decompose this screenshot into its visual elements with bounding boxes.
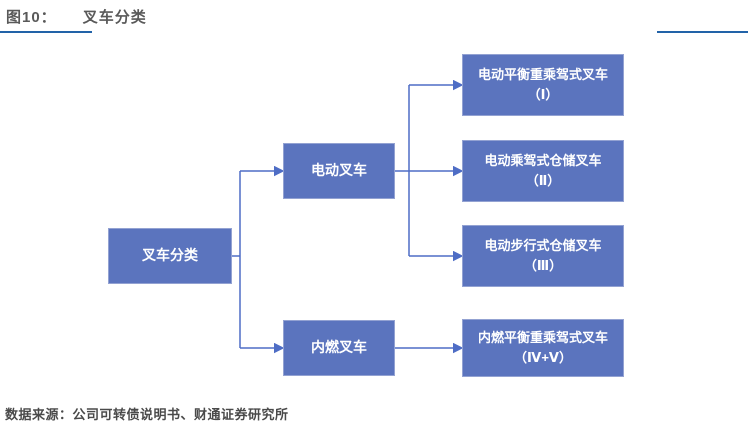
- leaf-box-label: 电动乘驾式仓储叉车: [484, 152, 602, 168]
- leaf-box-electric-rider-warehouse: 电动乘驾式仓储叉车 （Ⅱ）: [462, 140, 624, 202]
- leaf-box-tier: （Ⅱ）: [525, 173, 561, 188]
- leaf-box-electric-counterbalance-rider: 电动平衡重乘驾式叉车 （Ⅰ）: [462, 54, 624, 116]
- leaf-box-tier: （Ⅲ）: [523, 258, 563, 273]
- leaf-box-label: 电动平衡重乘驾式叉车: [477, 66, 608, 82]
- leaf-box-electric-walkie-warehouse: 电动步行式仓储叉车 （Ⅲ）: [462, 225, 624, 287]
- branch-box-electric-forklift: 电动叉车: [283, 143, 395, 199]
- leaf-box-combustion-counterbalance-rider: 内燃平衡重乘驾式叉车 （Ⅳ+Ⅴ）: [462, 319, 624, 377]
- title-rule-right: [657, 31, 748, 33]
- leaf-box-label: 电动步行式仓储叉车: [484, 237, 602, 253]
- branch-box-combustion-forklift: 内燃叉车: [283, 320, 395, 376]
- root-box-forklift-classification: 叉车分类: [108, 228, 232, 284]
- branch-box-label: 电动叉车: [311, 162, 367, 179]
- source-note: 数据来源：公司可转债说明书、财通证券研究所: [5, 407, 289, 422]
- branch-box-label: 内燃叉车: [311, 339, 367, 356]
- figure-number-label: 图10：: [6, 9, 57, 26]
- leaf-box-tier: （Ⅰ）: [527, 87, 559, 102]
- title-rule-left: [0, 31, 92, 33]
- leaf-box-label: 内燃平衡重乘驾式叉车: [477, 329, 608, 345]
- figure-title: 叉车分类: [82, 9, 147, 26]
- figure-title-row: 图10： 叉车分类: [6, 6, 147, 27]
- leaf-box-tier: （Ⅳ+Ⅴ）: [514, 350, 572, 365]
- root-box-label: 叉车分类: [142, 247, 198, 264]
